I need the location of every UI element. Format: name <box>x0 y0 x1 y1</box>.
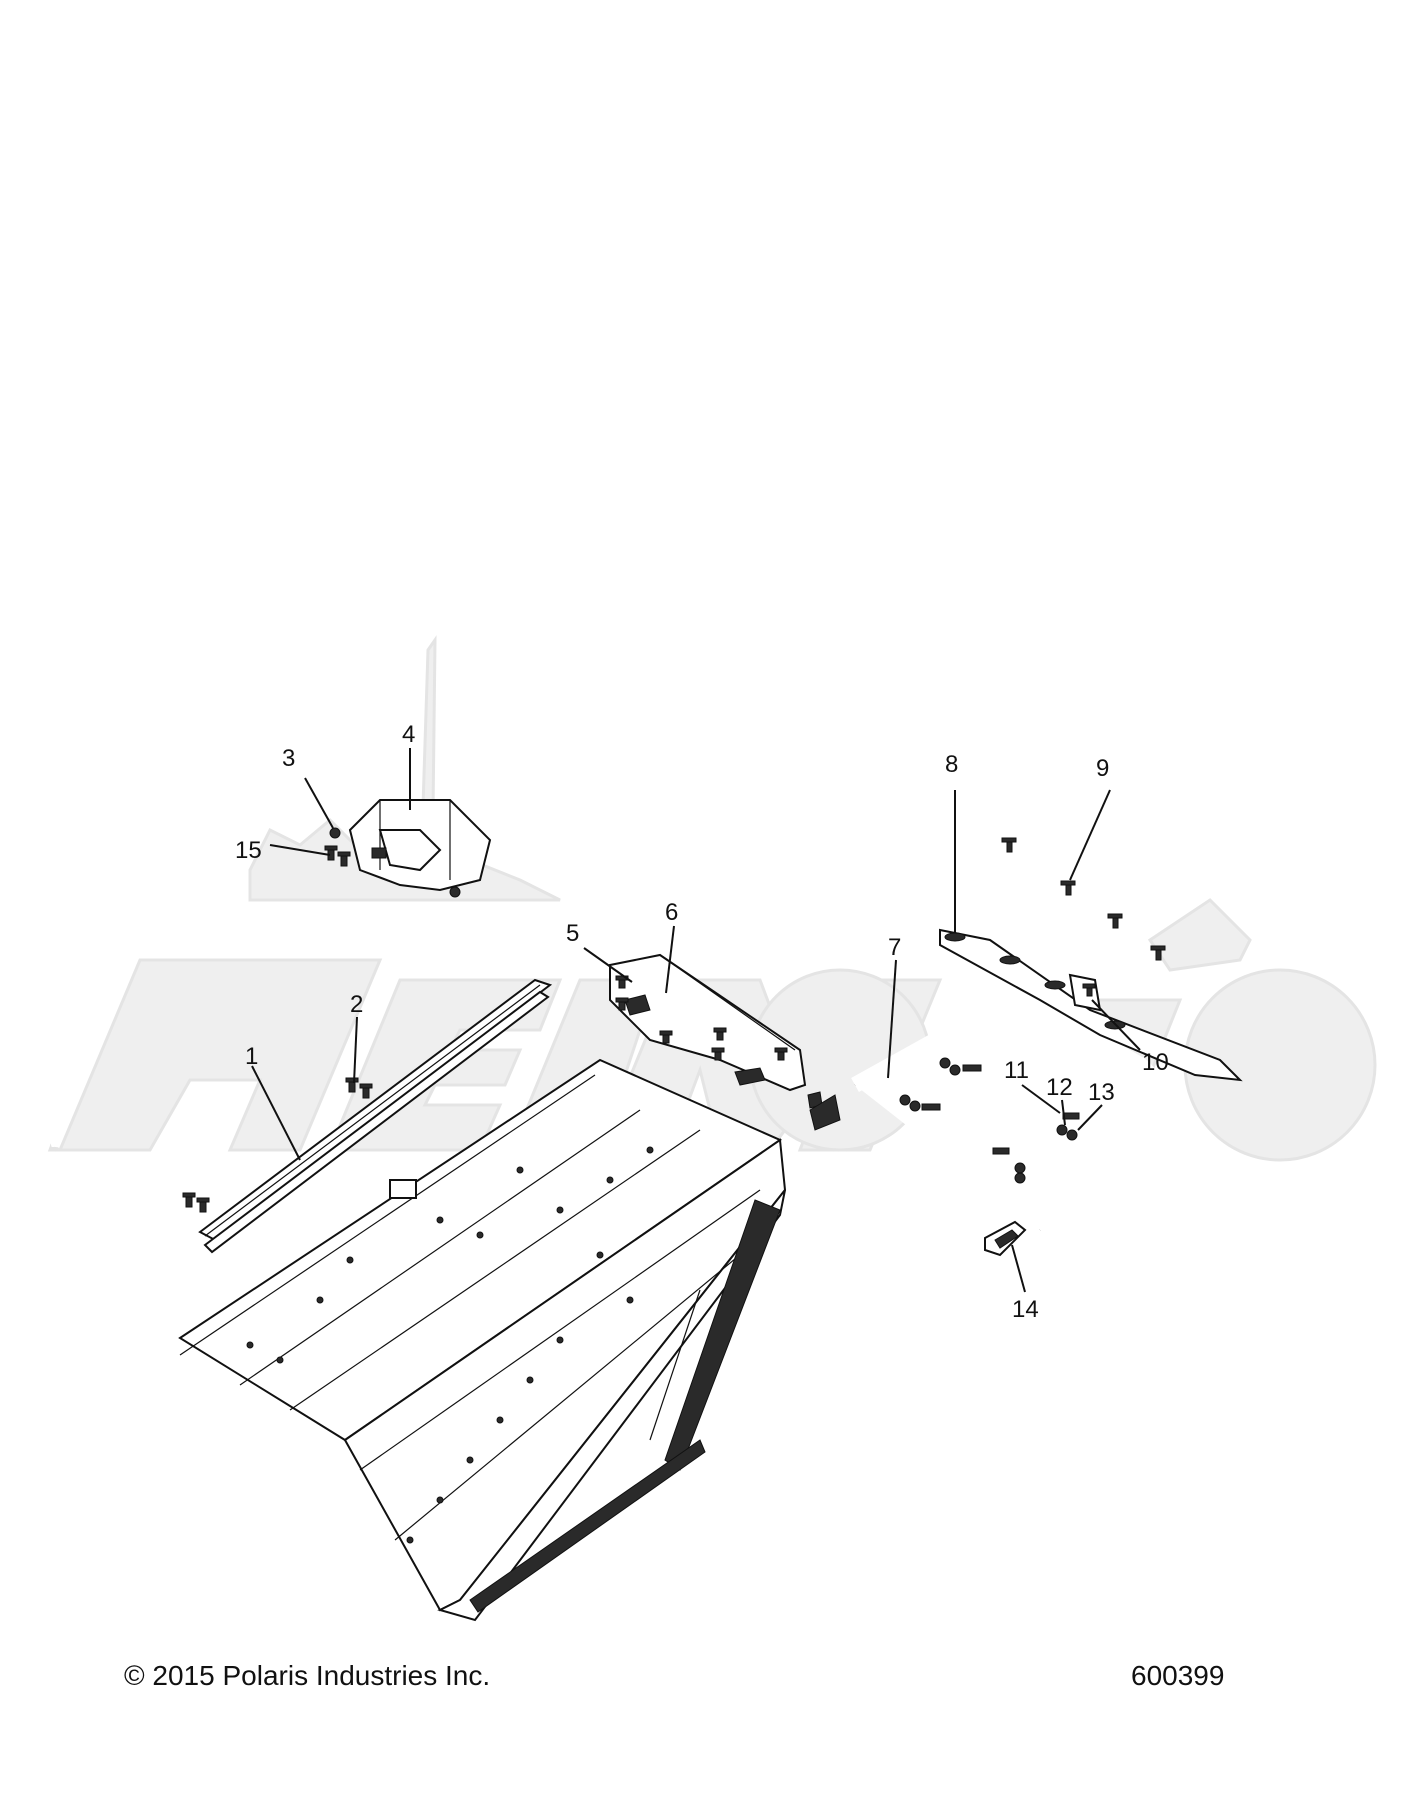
callout-8: 8 <box>945 751 958 778</box>
callout-1: 1 <box>245 1043 258 1070</box>
copyright-notice: © 2015 Polaris Industries Inc. <box>124 1660 491 1691</box>
callout-7: 7 <box>888 934 901 961</box>
callout-4: 4 <box>402 721 415 748</box>
part-bracket <box>609 953 823 1109</box>
part-hardware <box>899 1057 1080 1184</box>
callout-15: 15 <box>235 837 262 864</box>
part-grab-bar <box>809 994 1164 1238</box>
part-screws-2 <box>182 1077 373 1213</box>
callout-9: 9 <box>1096 755 1109 782</box>
part-cover <box>329 799 492 898</box>
part-clip <box>984 1220 1027 1257</box>
watermark: AeriMoto <box>49 635 1377 1162</box>
callout-2: 2 <box>350 991 363 1018</box>
part-screws-6 <box>615 975 788 1061</box>
callout-6: 6 <box>665 899 678 926</box>
part-rail <box>198 978 553 1254</box>
callout-11: 11 <box>1004 1057 1029 1084</box>
watermark-text: AeriMoto <box>50 1148 59 1151</box>
diagram-id: 600399 <box>1131 1660 1225 1691</box>
part-screws-9 <box>1001 837 1166 997</box>
part-tunnel <box>178 1058 787 1622</box>
leader-lines <box>251 748 1141 1293</box>
callout-14: 14 <box>1012 1296 1039 1323</box>
callout-12: 12 <box>1046 1074 1073 1101</box>
callout-13: 13 <box>1088 1079 1115 1106</box>
callout-10: 10 <box>1142 1049 1169 1076</box>
callout-labels: 1 2 3 4 5 6 7 8 9 10 11 12 13 14 15 <box>235 721 1169 1323</box>
callout-5: 5 <box>566 920 579 947</box>
callout-3: 3 <box>282 745 295 772</box>
